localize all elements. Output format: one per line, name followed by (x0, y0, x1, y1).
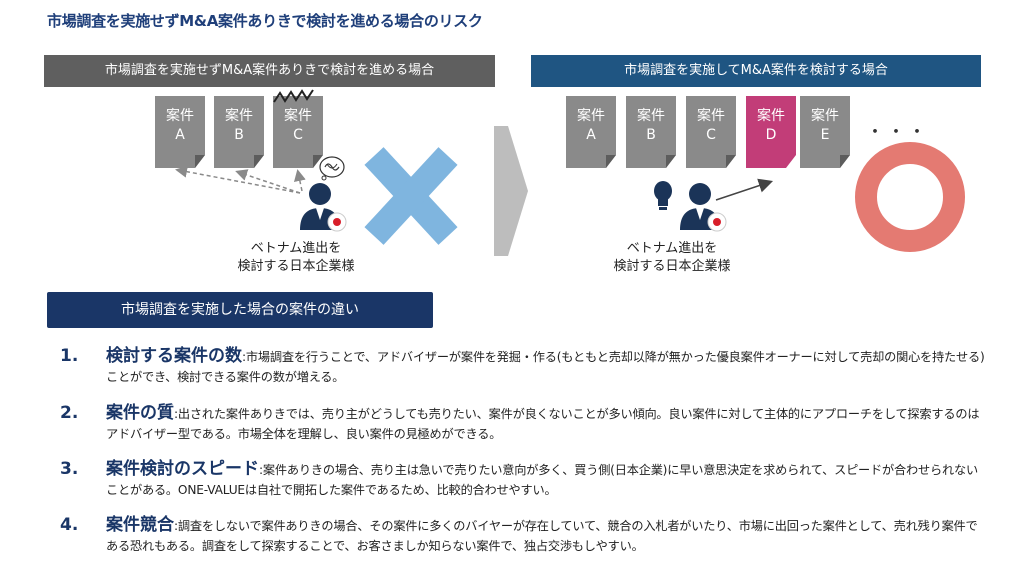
case-card-label: 案件 (577, 108, 605, 124)
chevron-right-icon (494, 126, 528, 256)
case-card-letter: C (293, 127, 303, 143)
item-title: 案件競合 (106, 515, 174, 535)
persona-line: 検討する日本企業様 (237, 259, 355, 274)
item-text: :市場調査を行うことで、アドバイザーが案件を発掘・作る(もともと売却以降が無かっ… (106, 350, 985, 384)
item-title: 検討する案件の数 (106, 346, 242, 366)
case-card-letter: B (234, 127, 244, 143)
case-card-label: 案件 (166, 108, 194, 124)
arrow-icon (715, 178, 774, 201)
case-card-e: 案件 E (800, 96, 850, 168)
persona-line: ベトナム進出を (250, 241, 342, 256)
case-card-d-highlighted: 案件 D (746, 96, 796, 168)
persona-line: 検討する日本企業様 (613, 259, 731, 274)
case-card-c: 案件 C (686, 96, 736, 168)
case-card-letter: C (706, 127, 716, 143)
left-panel-header: 市場調査を実施せずM&A案件ありきで検討を進める場合 (44, 55, 495, 87)
item-number: 1. (60, 346, 79, 366)
item-title: 案件の質 (106, 403, 174, 423)
person-icon (680, 183, 727, 232)
case-card-a: 案件 A (566, 96, 616, 168)
item-body: 案件の質:出された案件ありきでは、売り主がどうしても売りたい、案件が良くないこと… (106, 403, 986, 444)
item-body: 検討する案件の数:市場調査を行うことで、アドバイザーが案件を発掘・作る(もともと… (106, 346, 986, 387)
person-icon (300, 183, 347, 232)
case-card-letter: D (765, 127, 777, 143)
item-body: 案件検討のスピード:案件ありきの場合、売り主は急いで売りたい意向が多く、買う側(… (106, 459, 986, 500)
case-card-label: 案件 (225, 108, 253, 124)
cross-icon (364, 147, 458, 245)
item-number: 4. (60, 515, 79, 535)
case-card-letter: B (646, 127, 656, 143)
item-title: 案件検討のスピード (106, 459, 259, 479)
item-text: :調査をしないで案件ありきの場合、その案件に多くのバイヤーが存在していて、競合の… (106, 519, 978, 553)
item-number: 2. (60, 403, 79, 423)
confused-thought-icon (319, 156, 345, 181)
item-text: :出された案件ありきでは、売り主がどうしても売りたい、案件が良くないことが多い傾… (106, 407, 980, 441)
case-card-label: 案件 (811, 108, 839, 124)
right-panel-header: 市場調査を実施してM&A案件を検討する場合 (531, 55, 981, 87)
case-card-a: 案件 A (155, 96, 205, 168)
case-card-letter: E (820, 127, 830, 143)
left-persona-label: ベトナム進出を 検討する日本企業様 (226, 240, 366, 276)
case-card-letter: A (175, 127, 185, 143)
case-card-label: 案件 (757, 108, 785, 124)
ring-icon (855, 142, 965, 252)
more-cases-ellipsis: ・・・ (866, 122, 929, 143)
item-body: 案件競合:調査をしないで案件ありきの場合、その案件に多くのバイヤーが存在していて… (106, 515, 986, 556)
right-persona-label: ベトナム進出を 検討する日本企業様 (602, 240, 742, 276)
lightbulb-icon (654, 181, 672, 210)
page-title: 市場調査を実施せずM&A案件ありきで検討を進める場合のリスク (47, 12, 483, 30)
case-card-letter: A (586, 127, 596, 143)
case-card-label: 案件 (697, 108, 725, 124)
persona-line: ベトナム進出を (626, 241, 718, 256)
case-card-label: 案件 (284, 108, 312, 124)
case-card-b: 案件 B (626, 96, 676, 168)
item-text: :案件ありきの場合、売り主は急いで売りたい意向が多く、買う側(日本企業)に早い意… (106, 463, 978, 497)
zigzag-icon (273, 89, 314, 103)
case-card-label: 案件 (637, 108, 665, 124)
dashed-arrows (175, 165, 306, 194)
case-card-c: 案件 C (273, 96, 323, 168)
item-number: 3. (60, 459, 79, 479)
differences-header: 市場調査を実施した場合の案件の違い (47, 292, 433, 328)
case-card-b: 案件 B (214, 96, 264, 168)
